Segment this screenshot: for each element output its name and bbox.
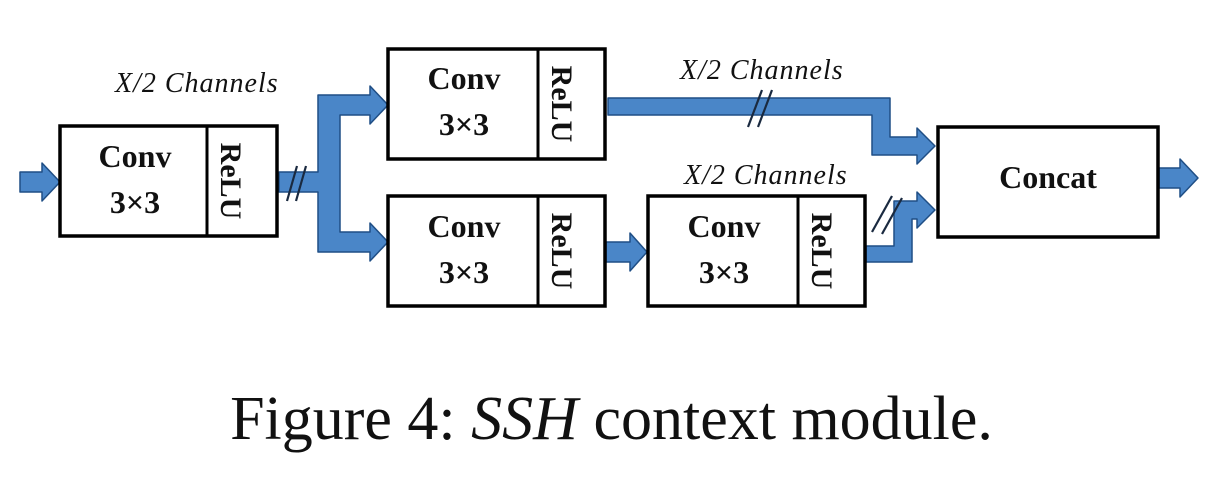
top-conv-relu-block: Conv 3×3 ReLU <box>386 47 607 161</box>
relu-label: ReLU <box>545 213 578 290</box>
input-arrow <box>19 162 61 202</box>
concat-block: Concat <box>936 125 1160 239</box>
relu-label: ReLU <box>214 143 247 220</box>
concat-label: Concat <box>999 159 1097 195</box>
kernel-size-label: 3×3 <box>439 106 489 142</box>
input-conv-relu-block: Conv 3×3 ReLU <box>58 124 279 238</box>
top-right-channel-label: X/2 Channels <box>679 55 844 86</box>
output-arrow <box>1158 158 1199 198</box>
caption-prefix: Figure 4: <box>230 385 472 453</box>
relu-label: ReLU <box>805 213 838 290</box>
relu-label: ReLU <box>545 66 578 143</box>
bottom-mid-arrow <box>605 232 648 272</box>
left-channel-label: X/2 Channels <box>114 68 279 99</box>
bottom-to-concat-arrow <box>865 191 936 263</box>
conv-label: Conv <box>428 208 501 244</box>
conv-label: Conv <box>99 138 172 174</box>
conv-label: Conv <box>688 208 761 244</box>
split-connector-arrow <box>278 85 389 262</box>
caption-suffix: context module. <box>577 385 993 453</box>
kernel-size-label: 3×3 <box>439 254 489 290</box>
bottom-right-channel-label: X/2 Channels <box>683 160 848 191</box>
top-channel-hash-mark <box>746 89 774 128</box>
figure-caption: Figure 4: SSH context module. <box>0 388 1223 450</box>
left-channel-hash-mark <box>285 165 308 202</box>
caption-emphasis: SSH <box>471 385 578 453</box>
bottom-second-conv-relu-block: Conv 3×3 ReLU <box>646 194 867 308</box>
bottom-first-conv-relu-block: Conv 3×3 ReLU <box>386 194 607 308</box>
kernel-size-label: 3×3 <box>699 254 749 290</box>
top-to-concat-arrow <box>607 97 936 165</box>
kernel-size-label: 3×3 <box>110 184 160 220</box>
conv-label: Conv <box>428 60 501 96</box>
bottom-channel-hash-mark <box>871 195 903 235</box>
